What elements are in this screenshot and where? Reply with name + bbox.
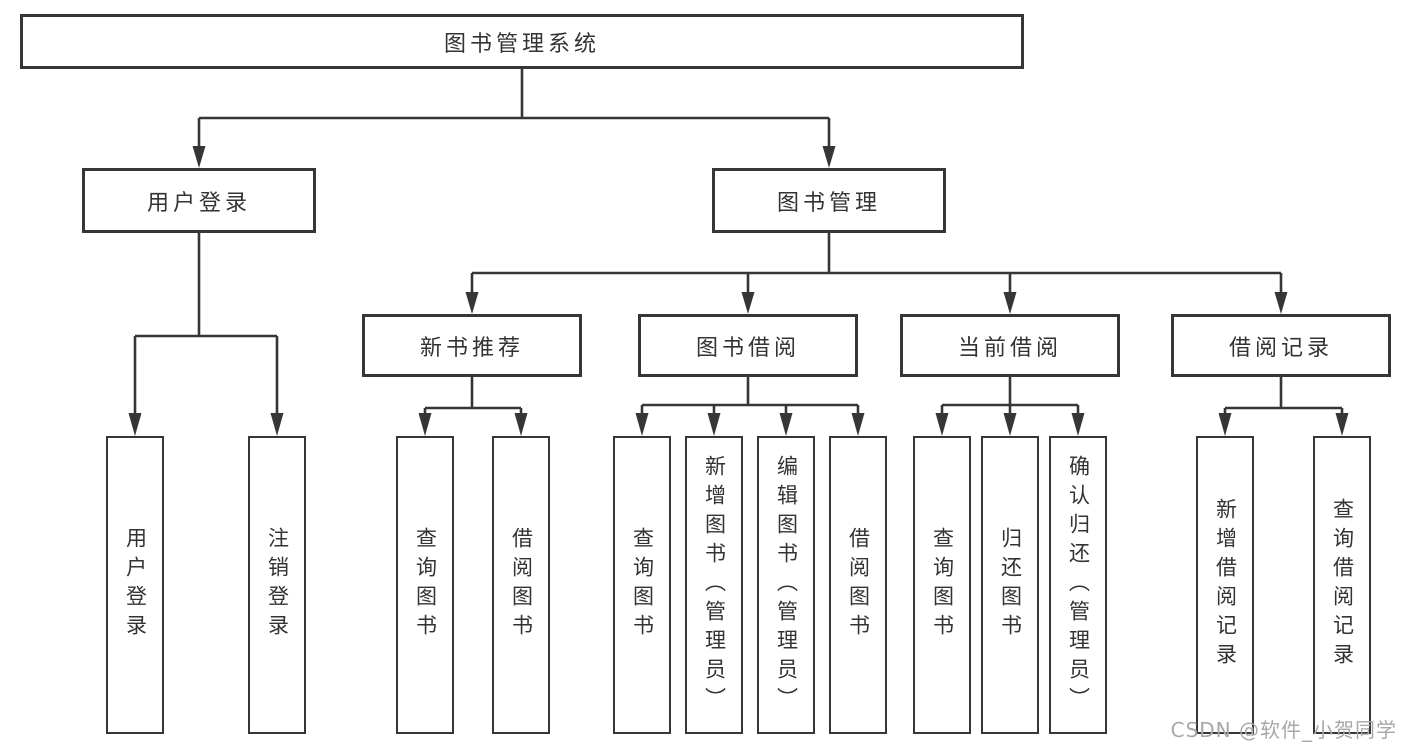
node-leaf-confirm-return-admin: 确认归还（管理员）: [1049, 436, 1107, 734]
node-user-login-branch: 用户登录: [82, 168, 316, 233]
node-book-management-branch: 图书管理: [712, 168, 946, 233]
node-leaf-add-borrow-record: 新增借阅记录: [1196, 436, 1254, 734]
leaf-label: 编辑图书（管理员）: [774, 454, 799, 716]
node-root-system: 图书管理系统: [20, 14, 1024, 69]
leaf-label: 查询借阅记录: [1330, 498, 1355, 672]
leaf-label: 查询图书: [930, 527, 955, 643]
arrowheads: [128, 146, 1349, 436]
node-book-borrowing: 图书借阅: [638, 314, 858, 377]
leaf-label: 查询图书: [413, 527, 438, 643]
leaf-label: 归还图书: [998, 527, 1023, 643]
node-leaf-borrow-books-borrowing: 借阅图书: [829, 436, 887, 734]
node-new-book-recommend: 新书推荐: [362, 314, 582, 377]
node-leaf-query-books-borrowing: 查询图书: [613, 436, 671, 734]
leaf-label: 借阅图书: [846, 527, 871, 643]
leaf-label: 新增借阅记录: [1213, 498, 1238, 672]
leaf-label: 查询图书: [630, 527, 655, 643]
node-leaf-query-borrow-record: 查询借阅记录: [1313, 436, 1371, 734]
node-leaf-edit-book-admin: 编辑图书（管理员）: [757, 436, 815, 734]
leaf-label: 确认归还（管理员）: [1066, 454, 1091, 716]
csdn-watermark: CSDN @软件_小贺同学: [1170, 718, 1397, 742]
leaf-label: 借阅图书: [509, 527, 534, 643]
node-leaf-logout: 注销登录: [248, 436, 306, 734]
node-leaf-add-book-admin: 新增图书（管理员）: [685, 436, 743, 734]
node-leaf-borrow-books-recommend: 借阅图书: [492, 436, 550, 734]
node-leaf-query-books-recommend: 查询图书: [396, 436, 454, 734]
node-leaf-return-book: 归还图书: [981, 436, 1039, 734]
node-current-borrowing: 当前借阅: [900, 314, 1120, 377]
node-leaf-user-login: 用户登录: [106, 436, 164, 734]
node-leaf-query-books-current: 查询图书: [913, 436, 971, 734]
node-borrowing-records: 借阅记录: [1171, 314, 1391, 377]
leaf-label: 新增图书（管理员）: [702, 454, 727, 716]
leaf-label: 用户登录: [123, 527, 148, 643]
leaf-label: 注销登录: [265, 527, 290, 643]
